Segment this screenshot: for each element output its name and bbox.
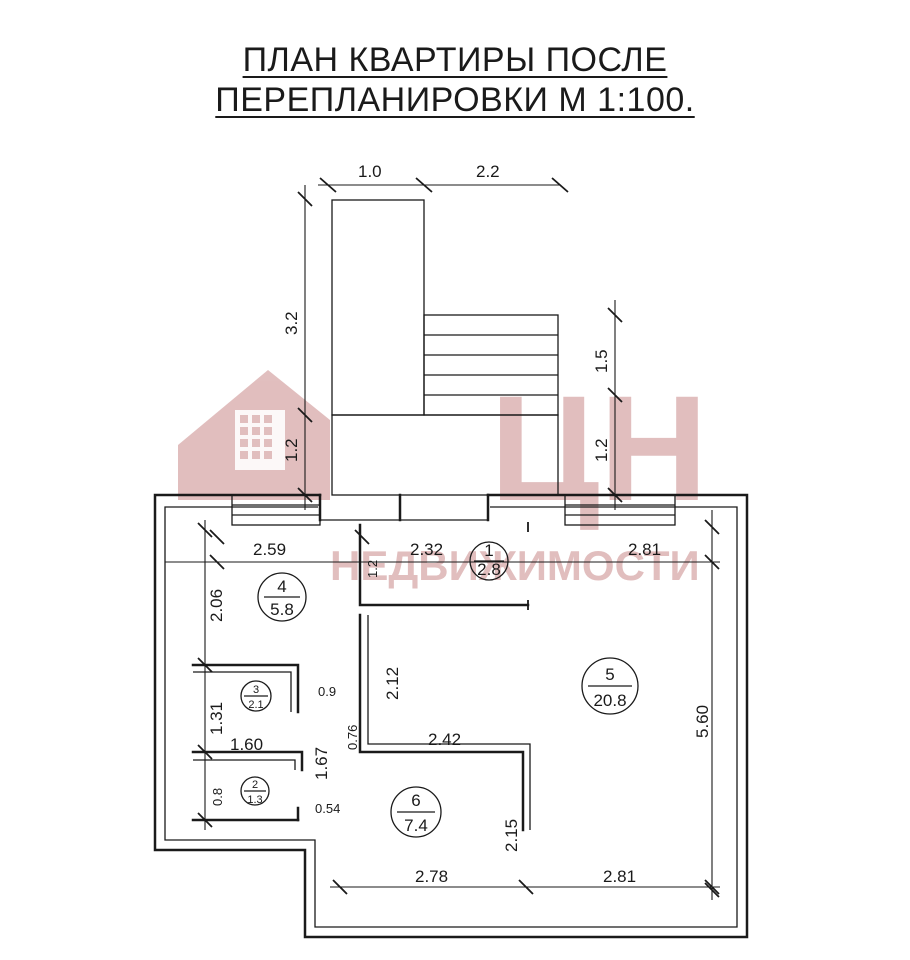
- dim-landing-right: 1.2: [592, 438, 611, 462]
- staircase: [331, 199, 559, 496]
- dim-room2-door: 0.54: [315, 801, 340, 816]
- dim-hall-width: 2.32: [410, 540, 443, 559]
- dim-room4-depth: 2.06: [207, 589, 226, 622]
- dim-room6-depth: 2.15: [502, 819, 521, 852]
- room-4-number: 4: [277, 577, 286, 596]
- room-label-6: 6 7.4: [390, 786, 442, 838]
- dim-bottom-left: 2.78: [415, 867, 448, 886]
- room-5-number: 5: [605, 665, 614, 684]
- room-3-area: 2.1: [248, 699, 263, 711]
- room-3-number: 3: [253, 684, 259, 696]
- dim-landing-left: 1.2: [282, 438, 301, 462]
- room-6-number: 6: [411, 791, 420, 810]
- dim-room3-door: 0.9: [318, 684, 336, 699]
- dim-room5-width-top: 2.81: [628, 540, 661, 559]
- room-label-2: 2 1.3: [240, 776, 270, 806]
- dim-room6-wall: 2.12: [383, 667, 402, 700]
- room-label-3: 3 2.1: [240, 680, 272, 712]
- dimension-lines: [165, 177, 720, 900]
- room-label-4: 4 5.8: [257, 572, 307, 622]
- interior-walls: [191, 522, 531, 832]
- plan-title: ПЛАН КВАРТИРЫ ПОСЛЕ ПЕРЕПЛАНИРОВКИ М 1:1…: [0, 40, 910, 120]
- room-2-area: 1.3: [247, 794, 262, 806]
- dim-room4-width: 2.59: [253, 540, 286, 559]
- watermark-logo-letters: ЦН: [490, 364, 708, 532]
- dim-room6-width: 2.42: [428, 730, 461, 749]
- title-line-1: ПЛАН КВАРТИРЫ ПОСЛЕ: [242, 41, 668, 79]
- window-right: [564, 494, 676, 526]
- title-line-2: ПЕРЕПЛАНИРОВКИ М 1:100.: [215, 81, 695, 119]
- dim-hall-depth: 1.2: [365, 560, 380, 578]
- dim-room3-depth: 1.31: [207, 702, 226, 735]
- room-1-number: 1: [484, 541, 493, 560]
- dim-room2-depth: 0.8: [210, 788, 225, 806]
- watermark: ЦН НЕДВИЖИМОСТИ: [178, 364, 708, 589]
- room-6-area: 7.4: [404, 816, 428, 835]
- dim-corridor-len: 1.67: [312, 747, 331, 780]
- room-label-5: 5 20.8: [581, 657, 639, 715]
- dim-room2-width: 1.60: [230, 735, 263, 754]
- room-1-area: 2.8: [477, 560, 501, 579]
- watermark-house-icon: [178, 370, 330, 500]
- dim-stair-length: 3.2: [282, 311, 301, 335]
- dim-right-steps: 1.5: [592, 349, 611, 373]
- room-2-number: 2: [252, 779, 258, 791]
- dim-bottom-right: 2.81: [603, 867, 636, 886]
- watermark-subtitle: НЕДВИЖИМОСТИ: [330, 542, 700, 589]
- dim-room5-depth: 5.60: [693, 705, 712, 738]
- room-4-area: 5.8: [270, 600, 294, 619]
- dim-stair-right: 2.2: [476, 162, 500, 181]
- room-label-1: 1 2.8: [469, 541, 509, 581]
- room-5-area: 20.8: [593, 691, 626, 710]
- dim-corridor-door: 0.76: [345, 725, 360, 750]
- dim-stair-width: 1.0: [358, 162, 382, 181]
